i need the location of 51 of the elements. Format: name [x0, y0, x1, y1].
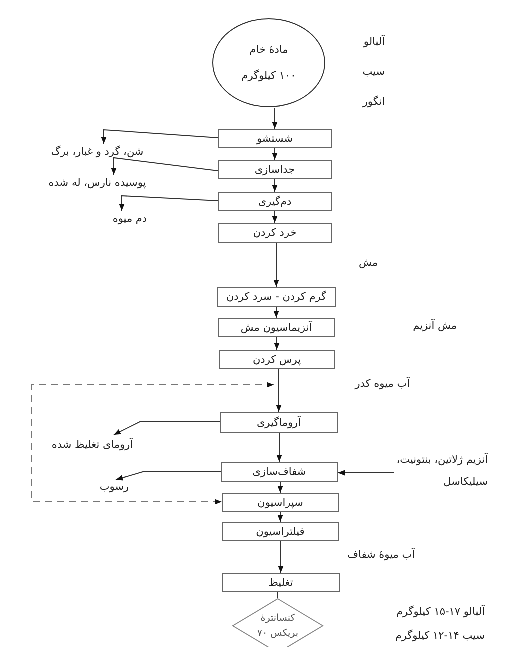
process-box: سپراسیون [222, 493, 339, 512]
arrow [278, 540, 284, 574]
process-box: دم‌گیری [218, 192, 332, 211]
process-box: آنزیماسیون مش [218, 318, 335, 337]
process-box: گرم کردن - سرد کردن [217, 287, 336, 307]
arrow [274, 336, 280, 350]
arrow [116, 472, 222, 481]
arrow [272, 210, 278, 224]
output-text: رسوب [92, 480, 137, 494]
arrow [119, 195, 218, 212]
arrow [274, 306, 280, 318]
raw-material-circle [212, 18, 326, 108]
annotation-label: آلبالو ۱۷-۱۵ کیلوگرم [396, 606, 485, 618]
output-text: پوسیده نارس، له شده [40, 176, 155, 190]
output-text: شن، گرد و غبار، برگ [40, 145, 155, 159]
annotation-label: مش [358, 257, 378, 269]
node-text: کنسانترهٔ بریکس ۷۰ [256, 612, 300, 641]
arrow [338, 470, 394, 476]
arrow [272, 178, 278, 192]
annotation-label: سیب [362, 66, 385, 78]
process-box: شستشو [218, 129, 332, 148]
process-box: خرد کردن [218, 223, 332, 243]
output-text: دم میوه [100, 212, 160, 226]
process-box: شفاف‌سازی [221, 462, 338, 482]
node-text: ۱۰۰ کیلوگرم [242, 70, 296, 82]
arrow [272, 108, 278, 130]
annotation-label: مش آنزیم [413, 320, 457, 332]
arrow [111, 157, 218, 176]
process-box: جداسازی [218, 160, 332, 179]
annotation-label: سیب ۱۴-۱۲ کیلوگرم [395, 630, 485, 642]
arrow [276, 368, 282, 412]
arrow [114, 422, 220, 436]
output-text: آرومای تغلیظ شده [40, 438, 145, 452]
product-diamond [232, 598, 324, 647]
node-text: مادهٔ خام [250, 44, 288, 56]
annotation-label: آب میوهٔ شفاف [348, 549, 415, 561]
bypass-arrow [32, 382, 274, 505]
annotation-label: آلبالو [364, 36, 385, 48]
process-box: آروماگیری [220, 412, 338, 433]
arrow [276, 432, 282, 462]
arrow [272, 148, 278, 160]
output-text: آنزیم ژلاتین، بنتونیت، سیلیکاسل [396, 438, 488, 504]
process-box: پرس کردن [219, 350, 335, 369]
arrow [278, 512, 284, 522]
arrow [274, 242, 280, 288]
arrow [278, 482, 284, 494]
annotation-label: انگور [362, 96, 385, 108]
annotation-label: آب میوه کدر [355, 378, 410, 390]
arrow [101, 129, 218, 144]
process-box: فیلتراسیون [222, 522, 339, 541]
process-box: تغلیظ [222, 573, 340, 592]
